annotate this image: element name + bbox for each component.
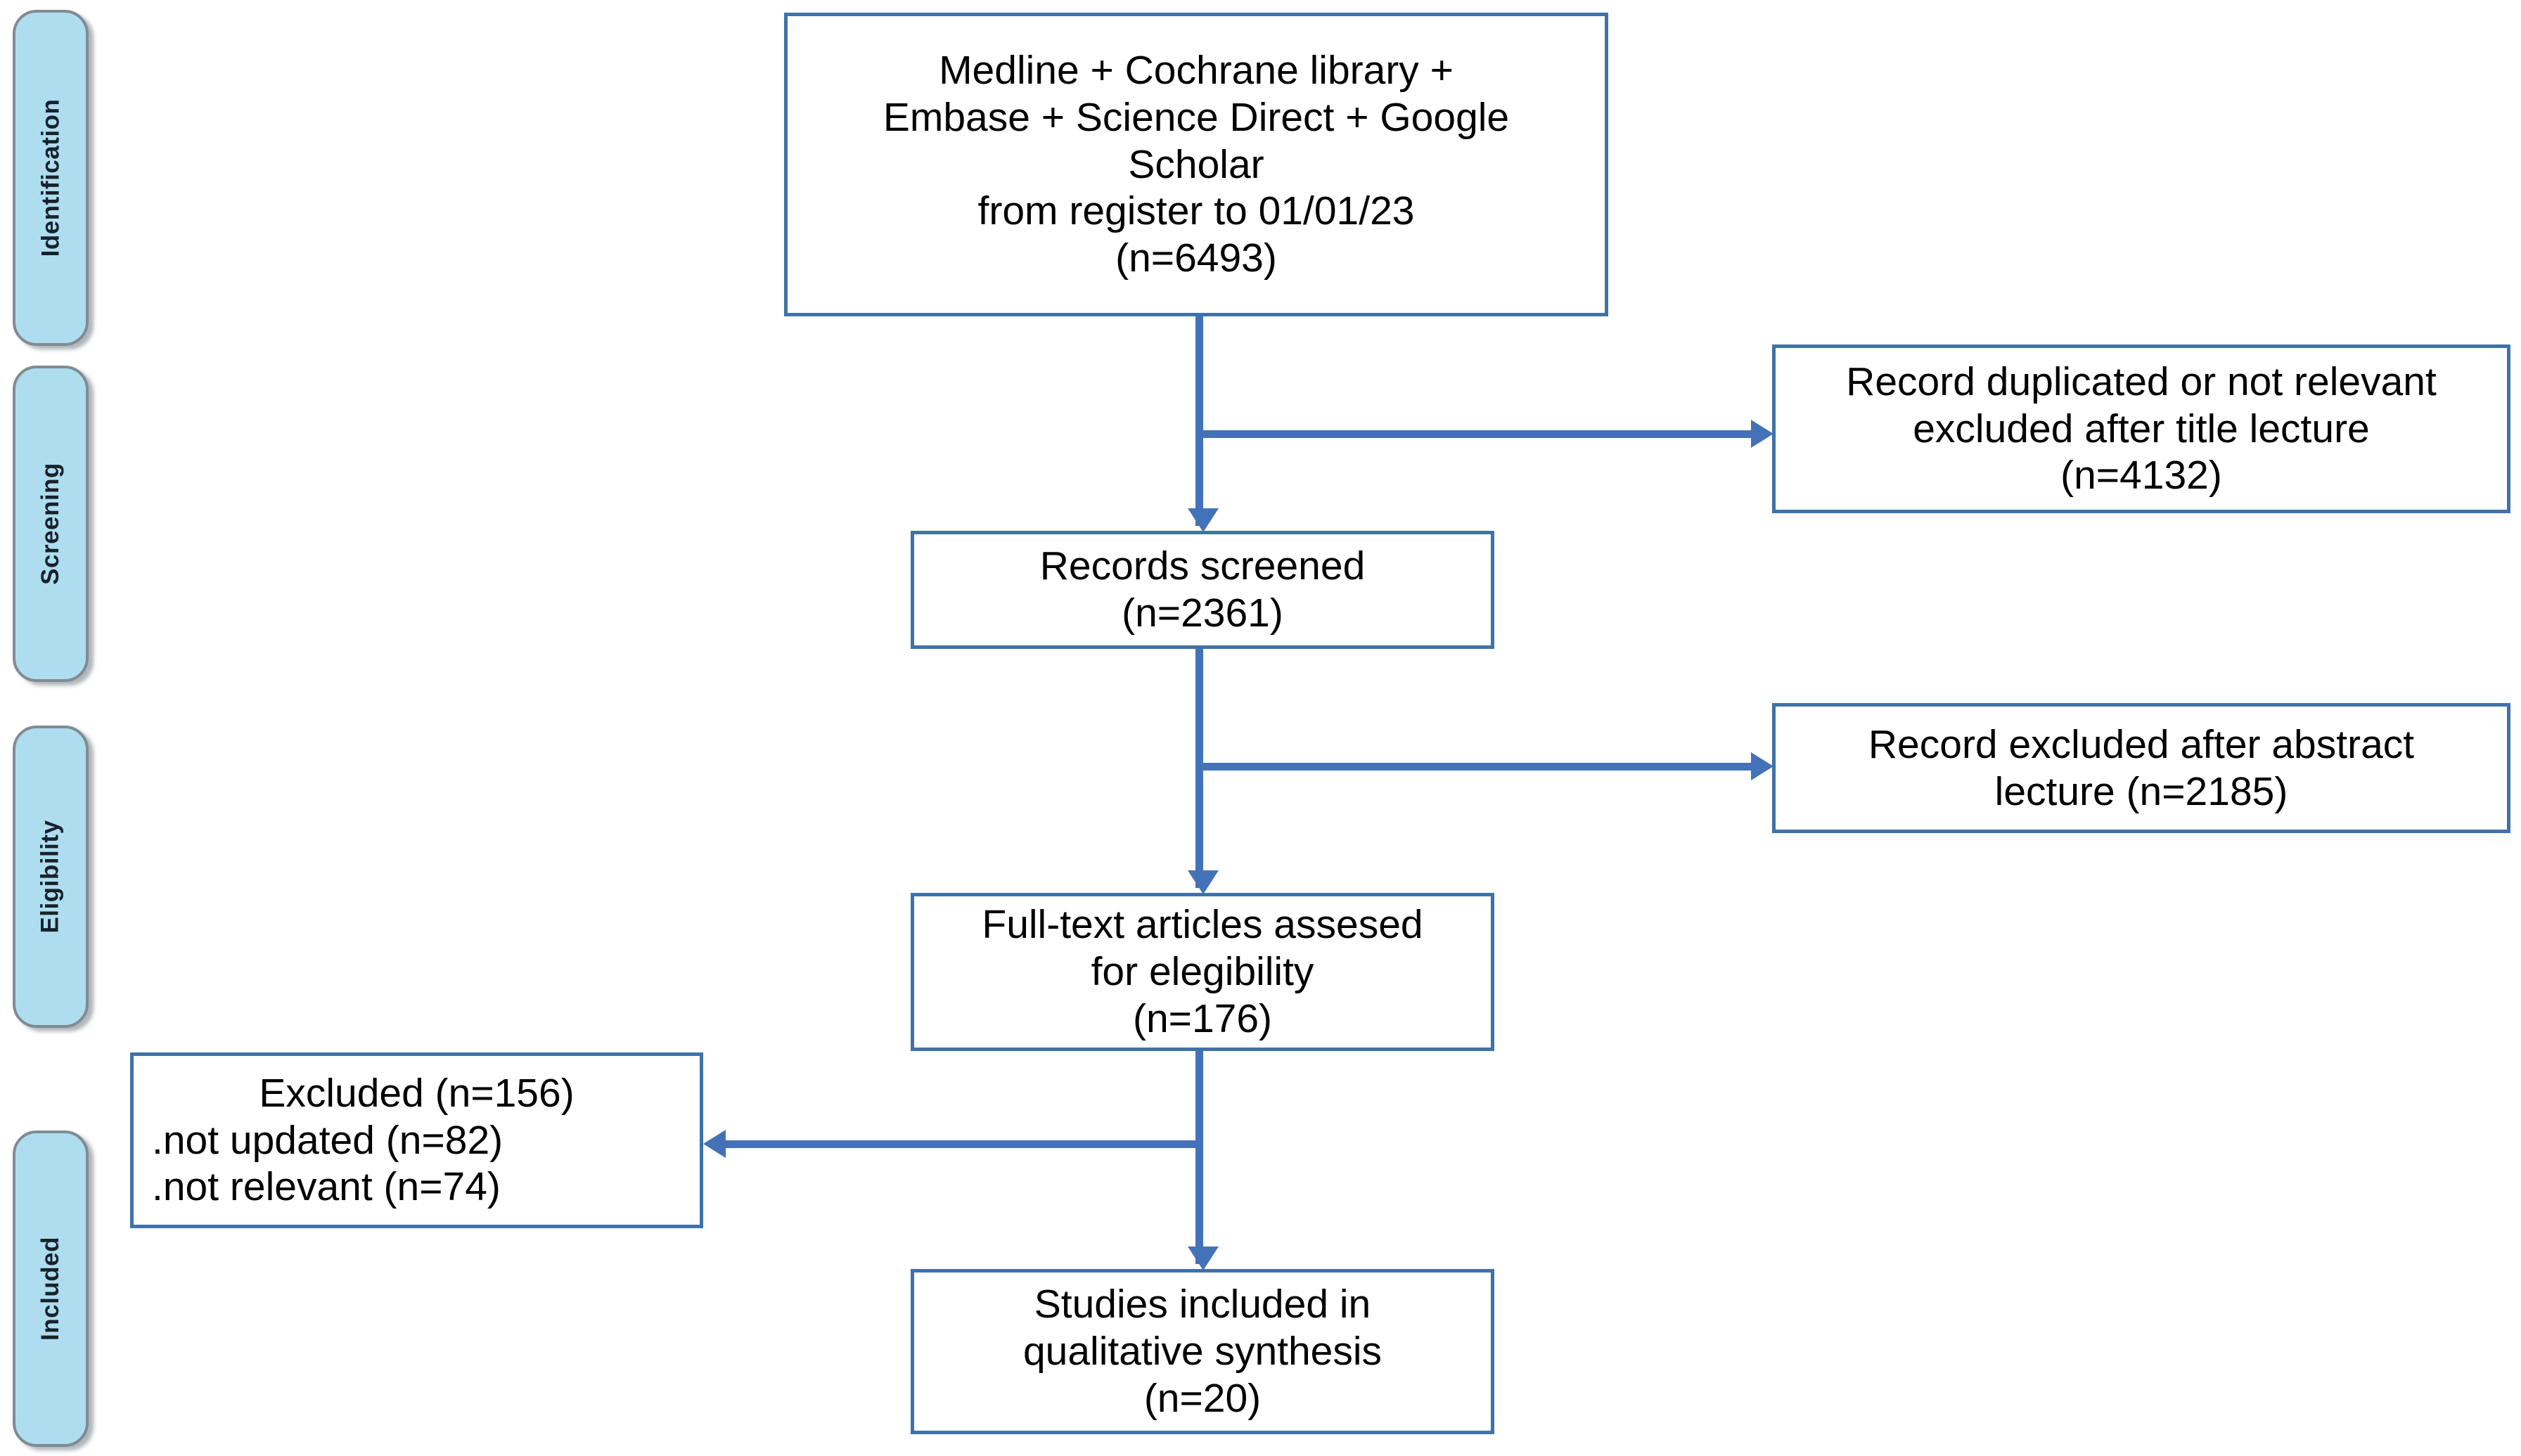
box-excluded-fulltext-reason-2: .not relevant (n=74): [152, 1164, 501, 1210]
stage-label-eligibility-text: Eligibility: [37, 820, 65, 934]
arrowhead-screened-to-fulltext: [1188, 870, 1219, 894]
box-studies-included-line-2: qualitative synthesis: [1022, 1329, 1383, 1374]
arrowhead-exclusion-title: [1751, 420, 1773, 448]
box-studies-included: Studies included in qualitative synthesi…: [911, 1269, 1494, 1434]
connector-fulltext-exclusion-left: [726, 1140, 1201, 1148]
box-excluded-abstract-line-2: lecture (n=2185): [1994, 768, 2288, 814]
box-fulltext-assessed-line-2: for elegibility: [1091, 949, 1314, 995]
connector-fulltext-exclusion-abstract: [1195, 763, 1758, 771]
arrowhead-exclusion-fulltext: [703, 1130, 726, 1158]
box-excluded-title-line-2: excluded after title lecture: [1913, 406, 2370, 451]
connector-fulltext-to-included: [1195, 1046, 1203, 1264]
box-excluded-abstract-line-1: Record excluded after abstract: [1868, 721, 2415, 767]
box-sources-count: (n=6493): [1115, 236, 1277, 281]
box-sources: Medline + Cochrane library + Embase + Sc…: [784, 13, 1608, 316]
box-studies-included-line-1: Studies included in: [1034, 1282, 1371, 1327]
box-sources-line-4: from register to 01/01/23: [977, 188, 1415, 234]
stage-label-eligibility: Eligibility: [13, 726, 89, 1028]
box-excluded-title-count: (n=4132): [2060, 453, 2222, 498]
connector-sources-to-screened: [1195, 315, 1203, 526]
box-excluded-fulltext-reason-1: .not updated (n=82): [152, 1117, 503, 1163]
box-excluded-fulltext: Excluded (n=156) .not updated (n=82) .no…: [130, 1052, 703, 1228]
box-excluded-abstract: Record excluded after abstract lecture (…: [1772, 703, 2510, 833]
box-fulltext-assessed: Full-text articles assesed for elegibili…: [911, 893, 1494, 1051]
box-fulltext-assessed-count: (n=176): [1132, 996, 1273, 1041]
arrowhead-sources-to-screened: [1188, 508, 1219, 532]
stage-label-included-text: Included: [37, 1237, 64, 1341]
box-sources-line-1: Medline + Cochrane library +: [939, 48, 1454, 94]
stage-label-identification-text: Identification: [37, 98, 64, 257]
arrowhead-fulltext-to-included: [1188, 1246, 1219, 1270]
stage-label-identification: Identification: [13, 10, 89, 346]
box-records-screened: Records screened (n=2361): [911, 531, 1494, 649]
stage-label-included: Included: [13, 1130, 89, 1447]
stage-label-screening-text: Screening: [37, 463, 65, 585]
connector-screened-exclusion-title: [1195, 430, 1758, 438]
arrowhead-exclusion-abstract: [1751, 752, 1773, 780]
box-excluded-title: Record duplicated or not relevant exclud…: [1772, 344, 2510, 513]
box-records-screened-count: (n=2361): [1122, 591, 1283, 636]
stage-label-screening: Screening: [13, 366, 89, 682]
box-excluded-fulltext-total: Excluded (n=156): [259, 1070, 575, 1116]
box-fulltext-assessed-line-1: Full-text articles assesed: [982, 902, 1423, 948]
box-excluded-title-line-1: Record duplicated or not relevant: [1846, 359, 2437, 404]
box-records-screened-title: Records screened: [1039, 543, 1366, 589]
box-sources-line-2: Embase + Science Direct + Google: [883, 94, 1510, 140]
box-studies-included-count: (n=20): [1143, 1375, 1262, 1421]
box-sources-line-3: Scholar: [1128, 141, 1264, 187]
